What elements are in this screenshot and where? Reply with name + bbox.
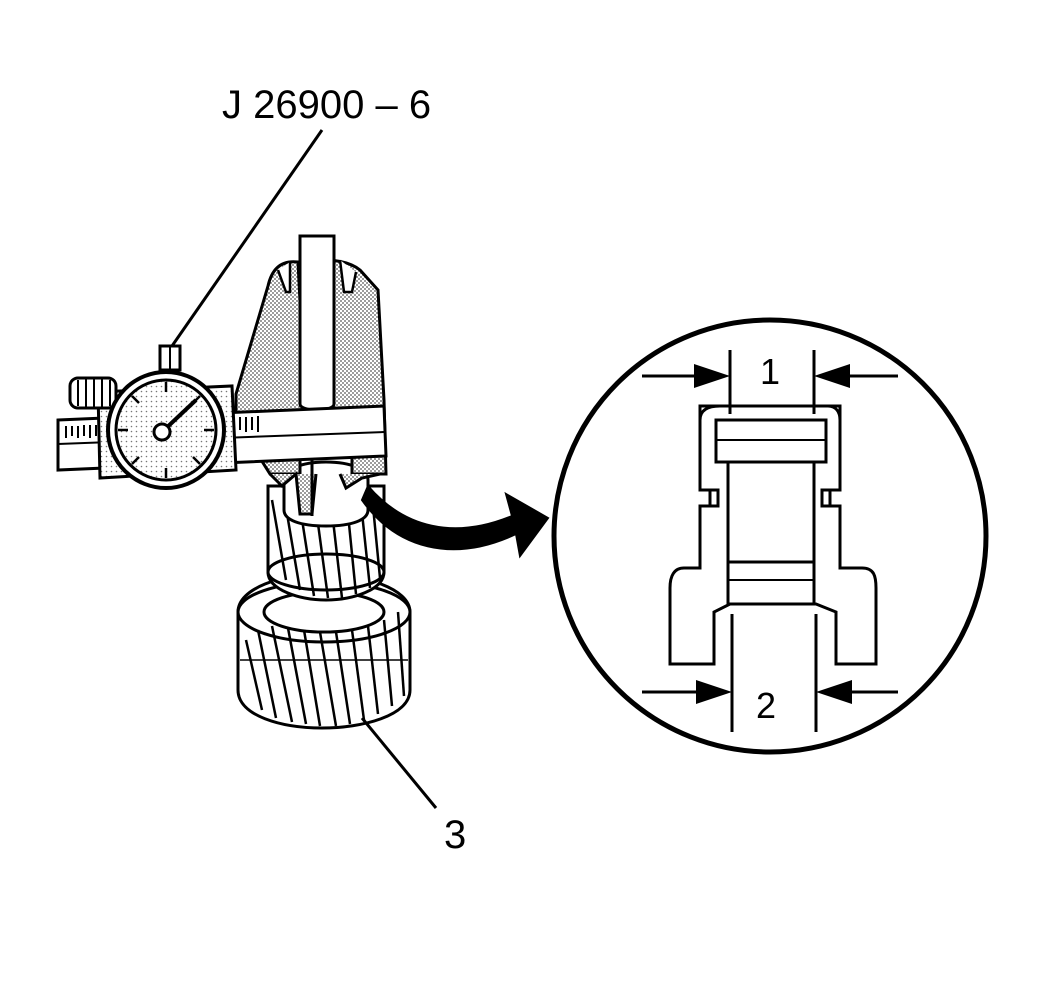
dial-gauge-icon <box>106 370 226 490</box>
tool-leader-line <box>170 129 324 347</box>
measurement-1-label: 1 <box>760 351 780 392</box>
curved-arrow-icon <box>360 484 550 559</box>
part-leader-line <box>360 717 438 809</box>
tool-number-label: J 26900 – 6 <box>222 83 431 127</box>
part-number-label: 3 <box>444 813 466 857</box>
helical-gear-icon <box>236 460 412 730</box>
thumb-wheel <box>68 376 118 410</box>
dimension-2 <box>642 614 898 732</box>
detail-view <box>551 317 989 755</box>
measurement-2-label: 2 <box>756 685 776 726</box>
dial-caliper-icon <box>56 234 388 516</box>
dimension-1 <box>642 350 898 414</box>
